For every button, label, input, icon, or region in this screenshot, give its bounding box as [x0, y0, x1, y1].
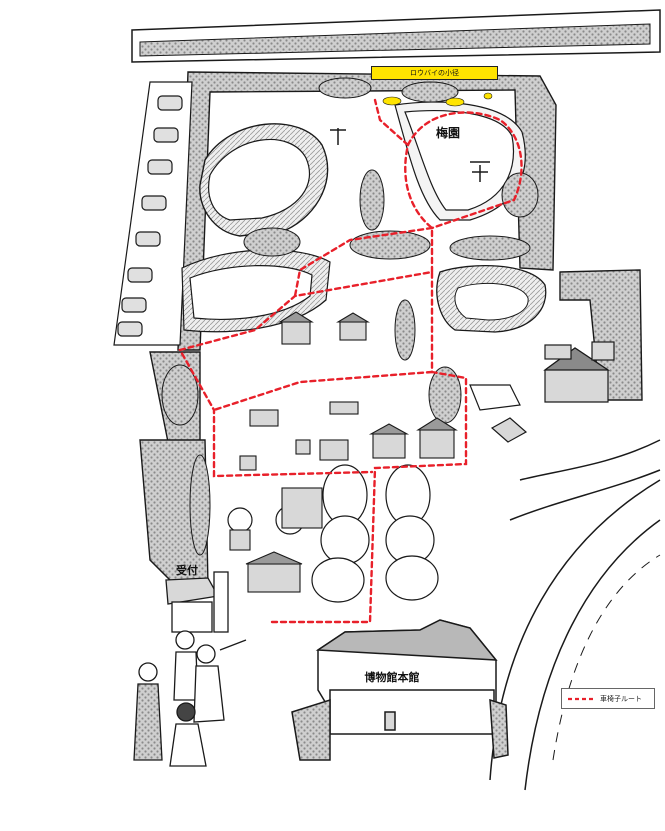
east-pond [436, 265, 547, 333]
wintersweet-highlights [382, 92, 493, 107]
reception-kiosk [165, 571, 229, 633]
route-swatch-icon [568, 697, 594, 700]
tree-clusters [161, 77, 539, 556]
east-buildings [469, 341, 615, 443]
map-legend: 車椅子ルート [561, 688, 655, 709]
reception-label: 受付 [176, 564, 198, 577]
avenue-trees [227, 464, 439, 603]
top-street [131, 9, 661, 63]
wheelchair-route [178, 98, 523, 624]
plum-garden-label: 梅園 [436, 126, 461, 140]
middle-lawn [181, 249, 331, 333]
museum-main-building [291, 619, 509, 761]
pond-area [199, 123, 329, 237]
visitor-figures [133, 630, 247, 767]
wintersweet-path-label: ロウバイの小径 [371, 66, 498, 80]
historic-buildings [229, 311, 458, 593]
parking-lot [113, 81, 193, 346]
plum-garden-zone [330, 101, 526, 221]
legend-label: 車椅子ルート [600, 694, 642, 703]
museum-main-label: 博物館本館 [364, 671, 420, 684]
east-road [489, 439, 661, 791]
